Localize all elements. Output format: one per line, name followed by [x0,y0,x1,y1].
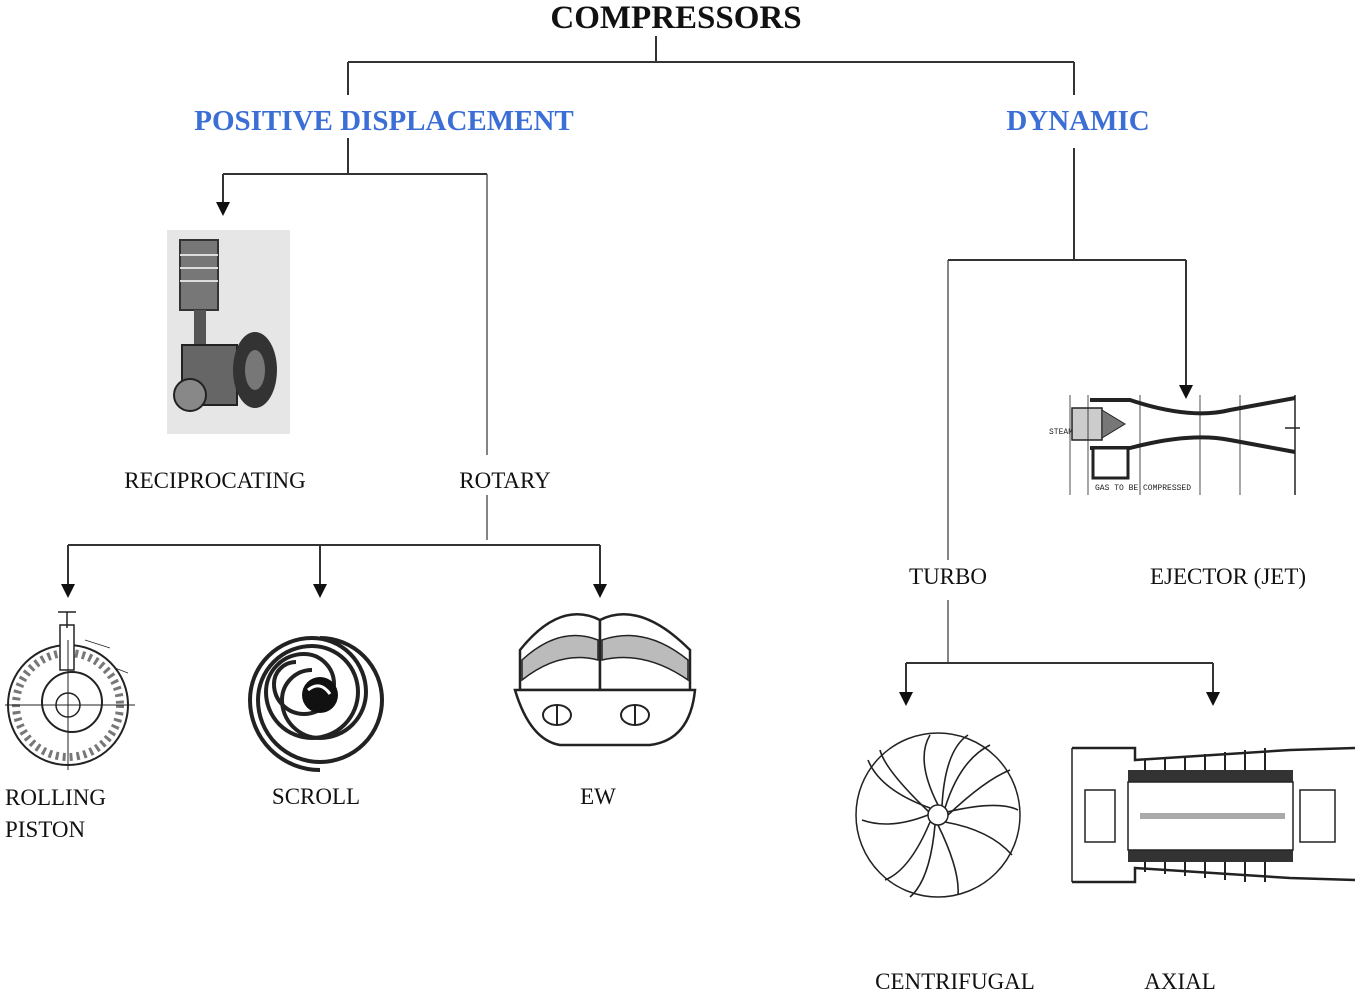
axial-illustration [1071,746,1356,884]
scroll-illustration [247,635,384,772]
ejector-gas-label: GAS TO BE COMPRESSED [1095,484,1191,493]
arrow-to-ew [593,584,607,598]
node-rotary: ROTARY [459,468,551,493]
node-axial: AXIAL [1144,969,1216,992]
reciprocating-illustration [167,230,290,434]
centrifugal-illustration [855,732,1021,898]
node-rolling-piston-line1: ROLLING [5,785,106,810]
node-centrifugal: CENTRIFUGAL [875,969,1035,992]
arrow-to-rolling-piston [61,584,75,598]
node-rolling-piston-line2: PISTON [5,817,85,842]
category-dynamic: DYNAMIC [1006,105,1149,137]
ew-illustration [513,613,697,747]
dynamic-connectors [947,148,1193,560]
ejector-steam-label: STEAM [1049,428,1073,437]
arrow-to-scroll [313,584,327,598]
rolling-piston-illustration [5,611,135,770]
diagram-title: COMPRESSORS [550,0,801,36]
positive-displacement-connectors [216,138,488,540]
node-scroll: SCROLL [272,784,360,809]
rotary-connectors [61,544,607,598]
node-ejector: EJECTOR (JET) [1150,564,1306,589]
arrow-to-centrifugal [899,692,913,706]
turbo-connectors [899,600,1220,706]
node-ew: EW [580,784,616,809]
ejector-illustration: STEAM GAS TO BE COMPRESSED [1049,395,1300,495]
node-turbo: TURBO [909,564,987,589]
arrow-to-axial [1206,692,1220,706]
arrow-to-reciprocating [216,202,230,216]
arrow-to-ejector [1179,385,1193,399]
node-reciprocating: RECIPROCATING [124,468,305,493]
category-positive-displacement: POSITIVE DISPLACEMENT [194,105,574,137]
root-connectors [347,36,1075,95]
